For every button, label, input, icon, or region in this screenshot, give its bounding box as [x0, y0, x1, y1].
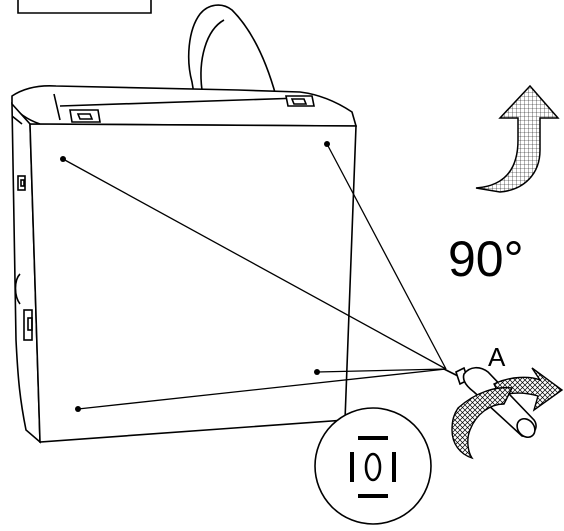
box-side-panel — [11, 101, 41, 444]
rotation-angle-label: 90° — [448, 231, 524, 287]
box-front-panel — [29, 123, 357, 443]
rotate-handle-arrow-icon — [451, 367, 564, 460]
callout-label-a: A — [488, 342, 506, 372]
detail-circle — [314, 407, 432, 525]
switch-symbol — [350, 452, 396, 482]
top-bracket-right — [285, 95, 315, 107]
rotate-up-arrow-icon — [475, 84, 560, 193]
top-label-box — [17, 0, 152, 14]
top-bracket-left — [69, 109, 101, 123]
guide-lines — [62, 143, 447, 410]
